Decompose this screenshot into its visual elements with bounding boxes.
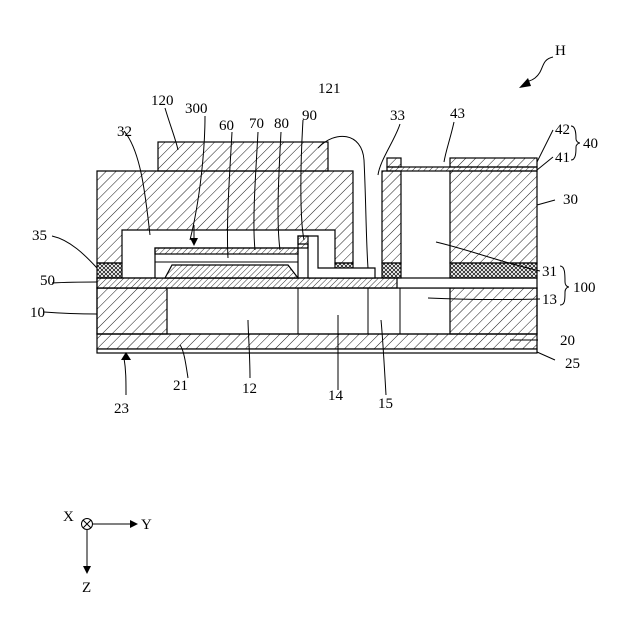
label-80: 80 bbox=[274, 116, 289, 132]
label-60: 60 bbox=[219, 118, 234, 134]
cover-120 bbox=[158, 142, 328, 171]
label-33: 33 bbox=[390, 108, 405, 124]
label-23: 23 bbox=[114, 401, 129, 417]
label-41: 41 bbox=[555, 150, 570, 166]
label-40: 40 bbox=[583, 136, 598, 152]
layer-50 bbox=[97, 278, 537, 288]
brace-40 bbox=[571, 126, 580, 160]
coordinate-axes: X Y Z bbox=[63, 509, 152, 596]
label-70: 70 bbox=[249, 116, 264, 132]
axis-label-x: X bbox=[63, 509, 74, 525]
axis-label-y: Y bbox=[141, 517, 152, 533]
label-42: 42 bbox=[555, 122, 570, 138]
label-120: 120 bbox=[151, 93, 174, 109]
label-30: 30 bbox=[563, 192, 578, 208]
label-35: 35 bbox=[32, 228, 47, 244]
label-300: 300 bbox=[185, 101, 208, 117]
label-14: 14 bbox=[328, 388, 344, 404]
label-43: 43 bbox=[450, 106, 465, 122]
label-h: H bbox=[555, 43, 566, 59]
label-32: 32 bbox=[117, 124, 132, 140]
label-25: 25 bbox=[565, 356, 580, 372]
element-300 bbox=[155, 248, 298, 278]
label-10: 10 bbox=[30, 305, 45, 321]
axis-label-z: Z bbox=[82, 580, 91, 596]
layer-25 bbox=[97, 349, 537, 353]
compliance-40 bbox=[387, 158, 537, 171]
label-121: 121 bbox=[318, 81, 341, 97]
label-31: 31 bbox=[542, 264, 557, 280]
brace-100 bbox=[560, 266, 569, 305]
substrate-10 bbox=[97, 288, 537, 334]
label-12: 12 bbox=[242, 381, 257, 397]
label-90: 90 bbox=[302, 108, 317, 124]
label-13: 13 bbox=[542, 292, 557, 308]
label-15: 15 bbox=[378, 396, 393, 412]
view-arrow-h bbox=[519, 57, 553, 88]
wall-33 bbox=[382, 171, 401, 263]
label-100: 100 bbox=[573, 280, 596, 296]
label-50: 50 bbox=[40, 273, 55, 289]
label-20: 20 bbox=[560, 333, 575, 349]
layer-20 bbox=[97, 334, 537, 349]
label-21: 21 bbox=[173, 378, 188, 394]
